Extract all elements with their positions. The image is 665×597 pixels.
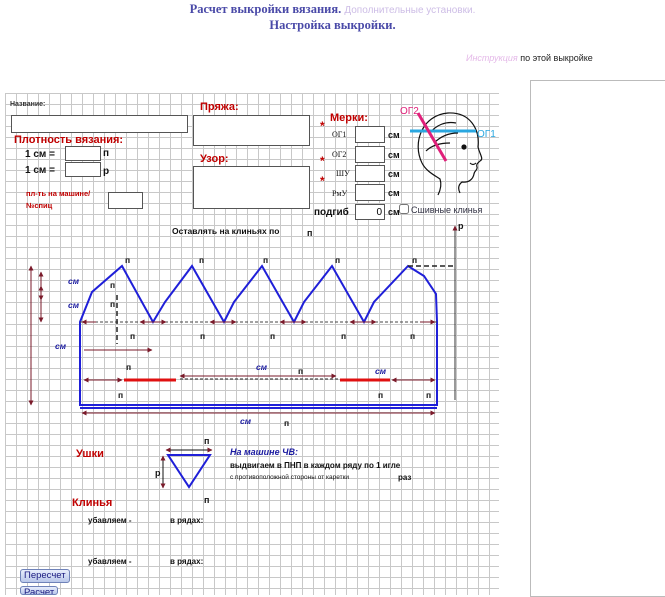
recalc-button[interactable]: Пересчет — [20, 569, 70, 583]
shu-input[interactable] — [355, 165, 385, 182]
hem-middle-cm: см — [256, 362, 268, 372]
wedge-top-p-3: п — [263, 255, 268, 265]
decrease1-a: убавляем - — [88, 516, 132, 525]
wedge-top-p-2: п — [199, 255, 204, 265]
measure-rmu-label: РмУ — [332, 189, 348, 198]
wedge-top-p-4: п — [335, 255, 340, 265]
wedge-top-p-5: п — [412, 255, 417, 265]
required-star-3: * — [320, 174, 325, 188]
calc-button[interactable]: Расчет — [20, 586, 59, 595]
rows-per-cm-input[interactable] — [65, 162, 101, 177]
machine-times: раз — [398, 473, 412, 482]
hem-bottom-far-p: п — [426, 390, 431, 400]
measure-shu-label: ШУ — [336, 169, 350, 178]
wedge-step-cm: см — [68, 300, 80, 310]
hem-left-p: п — [126, 362, 131, 372]
podgib-input[interactable] — [355, 204, 385, 220]
measure-og2-unit: см — [388, 150, 400, 160]
density-label: Плотность вязания: — [14, 134, 124, 146]
pattern-label: Узор: — [200, 153, 229, 165]
edge-cm: см — [55, 341, 67, 351]
ears-label: Ушки — [76, 448, 104, 460]
required-star-2: * — [320, 154, 325, 168]
machine-label-1: пл-ть на машине/ — [26, 189, 91, 198]
instruction-line: Инструкция по этой выкройке — [466, 53, 593, 63]
leave-on-wedges-text: Оставлять на клиньях по — [172, 226, 279, 236]
machine-label-2: №спиц — [26, 201, 53, 210]
density-row1-prefix: 1 см = — [25, 149, 55, 160]
og2-line — [416, 112, 448, 162]
rows-axis-label: р — [458, 221, 464, 231]
measure-rmu-unit: см — [388, 188, 400, 198]
og1-input[interactable] — [355, 126, 385, 143]
additional-settings-link[interactable]: Дополнительные установки. — [344, 5, 476, 16]
yarn-input[interactable] — [193, 115, 310, 146]
hem-bottom-left-p: п — [118, 390, 123, 400]
ear-p-label: п — [204, 436, 209, 446]
measure-shu-unit: см — [388, 169, 400, 179]
yarn-label: Пряжа: — [200, 101, 239, 113]
og1-head-label: ОГ1 — [477, 129, 496, 140]
head-illustration: ОГ2 ОГ1 — [400, 106, 496, 196]
stitches-per-cm-input[interactable] — [65, 146, 101, 161]
base-p-2: п — [200, 331, 205, 341]
machine-title: На машине ЧВ: — [230, 447, 298, 457]
hem-middle-p: п — [298, 366, 303, 376]
hem-bottom-right-p: п — [378, 390, 383, 400]
density-row2-prefix: 1 см = — [25, 165, 55, 176]
wedge-top-p-1: п — [125, 255, 130, 265]
og2-head-label: ОГ2 — [400, 106, 419, 117]
total-width-cm: см — [240, 416, 252, 426]
machine-line-1: выдвигаем в ПНП в каждом ряду по 1 игле — [230, 461, 401, 470]
leave-p-unit: п — [307, 228, 312, 238]
seam-wedges-checkbox[interactable] — [399, 204, 409, 214]
instruction-link[interactable]: Инструкция — [466, 53, 518, 63]
density-row2-unit: р — [103, 166, 110, 177]
wedge-side-p-2: п — [110, 299, 115, 309]
required-star-1: * — [320, 119, 325, 133]
wedges-label: Клинья — [72, 497, 113, 509]
base-p-4: п — [341, 331, 346, 341]
decrease2-a: убавляем - — [88, 557, 132, 566]
name-input[interactable] — [11, 115, 188, 133]
wedge-height-cm: см — [68, 276, 80, 286]
base-p-3: п — [270, 331, 275, 341]
wedge-side-p-1: п — [110, 280, 115, 290]
ear-r-label: р — [155, 468, 161, 478]
podgib-unit: см — [388, 207, 400, 217]
measure-og2-label: ОГ2 — [332, 150, 347, 159]
hem-right-cm: см — [375, 366, 387, 376]
decrease2-b: в рядах: — [170, 557, 204, 566]
measures-label: Мерки: — [330, 112, 368, 124]
density-row1-unit: п — [103, 148, 110, 159]
instruction-text: по этой выкройке — [520, 53, 593, 63]
total-width-p: п — [284, 418, 289, 428]
base-p-1: п — [130, 331, 135, 341]
base-p-5: п — [410, 331, 415, 341]
ear-triangle — [166, 454, 212, 489]
podgib-label: подгиб — [314, 207, 349, 218]
measure-og1-unit: см — [388, 130, 400, 140]
og2-input[interactable] — [355, 146, 385, 163]
rmu-input[interactable] — [355, 184, 385, 201]
page-subtitle: Настройка выкройки. — [269, 18, 396, 32]
decrease1-b: в рядах: — [170, 516, 204, 525]
name-label: Название: — [10, 101, 46, 108]
seam-wedges-label: Сшивные клинья — [411, 205, 483, 215]
title-main: Расчет выкройки вязания. — [189, 2, 342, 16]
page-title: Расчет выкройки вязания. Дополнительные … — [0, 2, 665, 17]
pattern-input[interactable] — [193, 166, 310, 209]
measure-og1-label: ОГ1 — [332, 130, 347, 139]
machine-line-2: с противоположной стороны от каретки — [230, 474, 350, 481]
wedges-p-label: п — [204, 495, 209, 505]
machine-density-input[interactable] — [108, 192, 143, 209]
